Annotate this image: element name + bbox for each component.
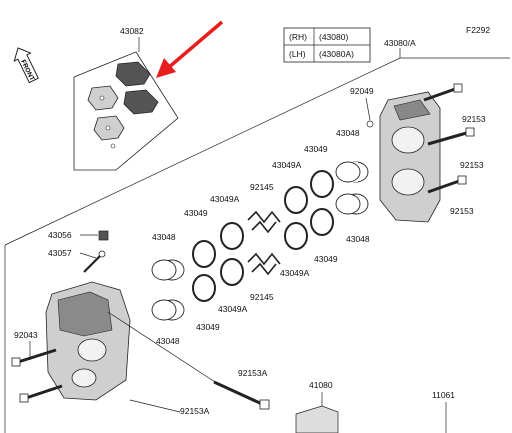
label-92049: 92049 bbox=[350, 86, 374, 96]
brake-disc-icon bbox=[295, 405, 339, 433]
label-41080: 41080 bbox=[309, 380, 333, 390]
label-43049a-r1: 43049A bbox=[272, 160, 302, 170]
seal-ring-icon bbox=[192, 222, 244, 302]
red-pointer-arrow-icon bbox=[156, 20, 224, 78]
label-43049a-l1: 43049A bbox=[210, 194, 240, 204]
figure-code: F2292 bbox=[466, 25, 490, 35]
label-92153-a: 92153 bbox=[462, 114, 486, 124]
table-part-rh: (43080) bbox=[319, 32, 348, 42]
label-43048-l2: 43048 bbox=[156, 336, 180, 346]
pin-icon bbox=[83, 250, 106, 273]
label-43049a-r2: 43049A bbox=[280, 268, 310, 278]
bolt-icon bbox=[423, 83, 475, 194]
brake-pad-icon bbox=[87, 61, 159, 149]
bolt-icon bbox=[11, 348, 63, 403]
label-43056: 43056 bbox=[48, 230, 72, 240]
label-92043: 92043 bbox=[14, 330, 38, 340]
label-92153a-2: 92153A bbox=[180, 406, 210, 416]
spring-icon bbox=[247, 210, 281, 276]
label-11061: 11061 bbox=[432, 390, 455, 400]
label-43048-l1: 43048 bbox=[152, 232, 176, 242]
label-43049-l2: 43049 bbox=[196, 322, 220, 332]
label-92153-c: 92153 bbox=[450, 206, 474, 216]
piston-icon bbox=[151, 259, 185, 321]
label-43049-l1: 43049 bbox=[184, 208, 208, 218]
table-part-lh: (43080A) bbox=[319, 49, 354, 59]
caliper-left-half bbox=[45, 281, 131, 401]
seal-ring-icon bbox=[284, 170, 334, 250]
label-43049-r2: 43049 bbox=[314, 254, 338, 264]
table-side-rh: (RH) bbox=[289, 32, 307, 42]
label-43057: 43057 bbox=[48, 248, 72, 258]
label-43048-r1: 43048 bbox=[336, 128, 360, 138]
bolt-icon bbox=[213, 380, 270, 410]
label-92153a: 92153A bbox=[238, 368, 268, 378]
label-43080-a: 43080/A bbox=[384, 38, 416, 48]
label-43049a-l2: 43049A bbox=[218, 304, 248, 314]
piston-icon bbox=[335, 161, 369, 215]
rh-lh-table: (RH) (43080) (LH) (43080A) bbox=[283, 27, 371, 63]
brake-pad-box: 43082 bbox=[73, 26, 179, 171]
label-92145-bot: 92145 bbox=[250, 292, 274, 302]
front-direction-icon: FRONT bbox=[13, 47, 39, 84]
table-side-lh: (LH) bbox=[289, 49, 306, 59]
label-43082: 43082 bbox=[120, 26, 144, 36]
cap-icon bbox=[98, 230, 109, 241]
label-92145-top: 92145 bbox=[250, 182, 274, 192]
label-43048-r2: 43048 bbox=[346, 234, 370, 244]
label-92153-b: 92153 bbox=[460, 160, 484, 170]
label-43049-r1: 43049 bbox=[304, 144, 328, 154]
caliper-right-half bbox=[366, 91, 441, 223]
